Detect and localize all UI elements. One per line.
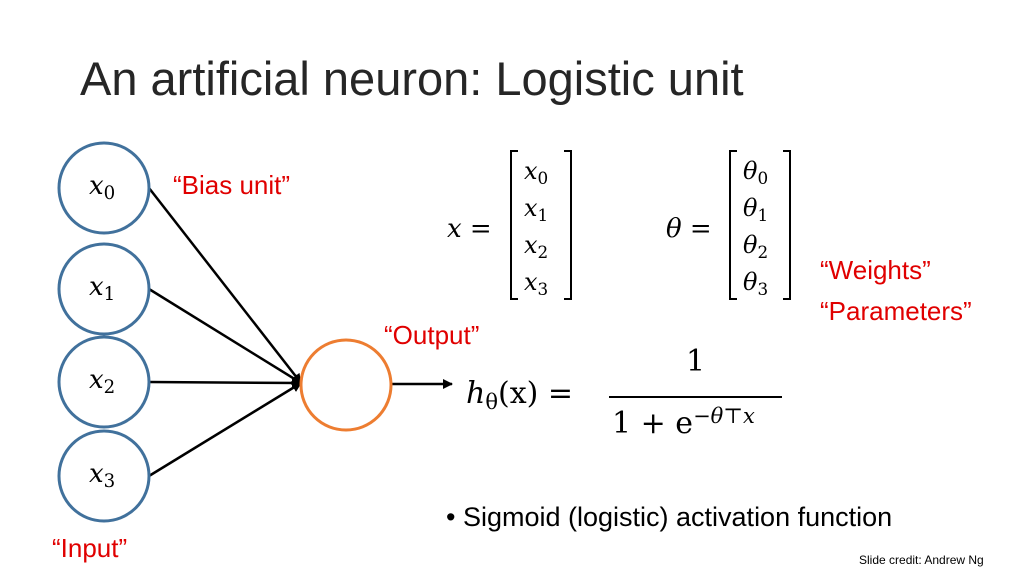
input-label-x1: x1 <box>89 272 116 306</box>
fraction-numerator: 1 <box>686 344 706 379</box>
parameters-label: “Parameters” <box>820 296 972 326</box>
x-entry-2: x2 <box>524 231 549 263</box>
input-label-x0: x0 <box>89 171 116 205</box>
fraction-denominator: 1 + e−θ⊤x <box>612 403 755 442</box>
bias-unit-label: “Bias unit” <box>173 170 291 200</box>
left-bracket <box>729 150 737 300</box>
bullet-sigmoid: • Sigmoid (logistic) activation function <box>446 502 892 533</box>
input-label-x2: x2 <box>89 365 116 399</box>
input-label: “Input” <box>52 533 128 563</box>
theta-entry-1: θ1 <box>743 194 769 226</box>
x-entry-3: x3 <box>524 268 549 300</box>
fraction-bar <box>609 396 782 398</box>
edge-x2-to-output <box>148 377 302 388</box>
right-bracket <box>564 150 572 300</box>
input-node-x2 <box>57 335 151 429</box>
slide-credit: Slide credit: Andrew Ng <box>859 553 984 567</box>
theta-entry-0: θ0 <box>743 157 769 189</box>
edge-x1-to-output <box>148 287 302 385</box>
x-vector-lhs: x = <box>447 214 492 244</box>
bullet-symbol: • <box>446 502 456 532</box>
input-label-x3: x3 <box>89 459 116 493</box>
weights-label: “Weights” <box>820 255 931 285</box>
edge-x0-to-output <box>148 187 302 384</box>
theta-entry-2: θ2 <box>743 231 769 263</box>
right-bracket <box>783 150 791 300</box>
output-node <box>299 338 393 432</box>
slide-title: An artificial neuron: Logistic unit <box>80 52 744 105</box>
hypothesis-lhs: hθ(x) = <box>466 376 573 415</box>
left-bracket <box>510 150 518 300</box>
output-label: “Output” <box>384 320 480 350</box>
input-node-x1 <box>57 242 151 336</box>
x-entry-0: x0 <box>524 157 549 189</box>
x-entry-1: x1 <box>524 194 549 226</box>
input-node-x3 <box>57 429 151 523</box>
edge-x3-to-output <box>148 381 302 478</box>
bullet-text: Sigmoid (logistic) activation function <box>462 502 893 532</box>
theta-entry-3: θ3 <box>743 268 769 300</box>
theta-vector-lhs: θ = <box>666 214 712 244</box>
input-node-x0 <box>57 141 151 235</box>
x-vector: x0 x1 x2 x3 <box>510 150 572 300</box>
theta-vector: θ0 θ1 θ2 θ3 <box>729 150 791 300</box>
